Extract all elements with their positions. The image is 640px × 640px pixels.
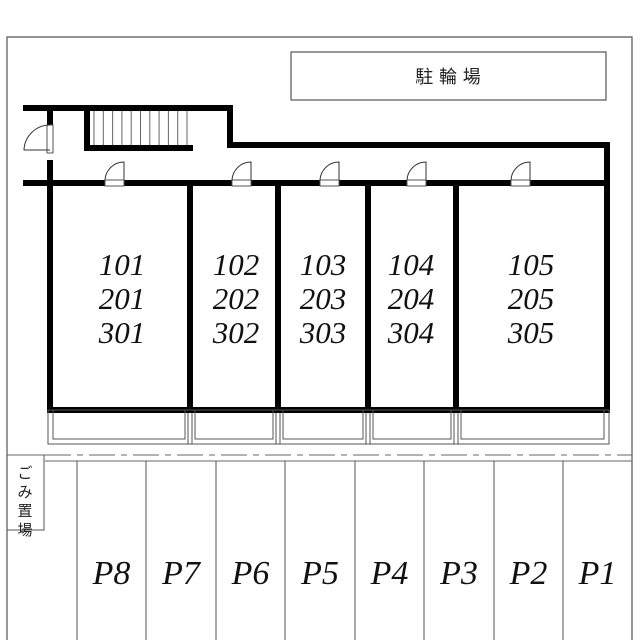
parking-space-label: P5 xyxy=(300,555,339,592)
parking-lines xyxy=(76,461,564,640)
site-boundary xyxy=(6,36,633,640)
bicycle-parking-label: 駐 輪 場 xyxy=(415,67,480,88)
parking-space-label: P8 xyxy=(92,555,131,592)
room-number: 103 xyxy=(300,247,347,282)
unit-door xyxy=(104,179,125,187)
door-swing-icon xyxy=(23,124,51,151)
unit-door xyxy=(510,179,531,187)
unit-door xyxy=(231,179,252,187)
room-number: 305 xyxy=(507,315,555,350)
doors xyxy=(23,124,531,187)
staircase xyxy=(93,111,188,145)
room-number: 104 xyxy=(388,247,435,282)
unit-door xyxy=(406,179,427,187)
room-number: 304 xyxy=(387,315,435,350)
garbage-area-label: み xyxy=(17,483,32,501)
bicycle-parking-area xyxy=(290,51,607,101)
room-number: 302 xyxy=(212,315,260,350)
parking-space-label: P1 xyxy=(578,555,617,592)
garbage-area-label: 場 xyxy=(17,521,32,539)
room-number: 205 xyxy=(508,281,555,316)
room-number: 201 xyxy=(99,281,146,316)
garbage-area-label: 置 xyxy=(17,502,32,520)
unit-door xyxy=(319,179,340,187)
balconies xyxy=(47,409,610,445)
room-number: 204 xyxy=(388,281,435,316)
door-swing-icon xyxy=(231,161,252,181)
room-number: 203 xyxy=(300,281,347,316)
parking-space-label: P2 xyxy=(509,555,548,592)
room-number: 105 xyxy=(508,247,555,282)
entrance-door xyxy=(46,124,54,154)
garbage-area-label: ご xyxy=(17,464,32,482)
parking-space-label: P4 xyxy=(370,555,409,592)
door-swing-icon xyxy=(510,161,531,181)
road-line xyxy=(7,454,632,462)
parking-space-label: P7 xyxy=(161,555,202,592)
parking-space-label: P6 xyxy=(231,555,270,592)
door-swing-icon xyxy=(104,161,125,181)
room-number: 101 xyxy=(99,247,146,282)
room-number: 102 xyxy=(213,247,260,282)
room-number: 303 xyxy=(299,315,347,350)
room-number: 301 xyxy=(98,315,146,350)
parking-space-label: P3 xyxy=(439,555,478,592)
door-swing-icon xyxy=(406,161,427,181)
room-number: 202 xyxy=(213,281,260,316)
garbage-area xyxy=(7,455,45,531)
door-swing-icon xyxy=(319,161,340,181)
